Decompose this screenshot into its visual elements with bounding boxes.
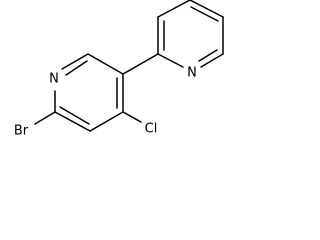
bond-n1-c-top: [61, 53, 89, 70]
atom-label-n-right: N: [187, 66, 197, 81]
atom-label-br: Br: [14, 124, 29, 139]
atom-label-cl: Cl: [145, 122, 158, 137]
bond-c-top-c3: [87, 53, 124, 75]
bond-r-c6-n2-double: [198, 49, 218, 62]
bond-c5-c6: [54, 111, 91, 132]
left-pyridine-ring: [54, 53, 124, 132]
bond-n1-c-top-double: [65, 60, 88, 76]
right-pyridine-ring: [157, 0, 224, 68]
bond-r-c4-c5-double: [190, 6, 219, 22]
atom-label-n-left: N: [49, 72, 59, 87]
chemical-structure-diagram: N N Cl Br: [14, 0, 224, 139]
bond-c5-c6-double: [59, 106, 90, 125]
bond-c6-br: [34, 111, 56, 125]
bond-c4-c5: [89, 111, 124, 132]
bond-c4-cl: [122, 111, 142, 123]
bond-ring-link: [122, 53, 159, 75]
bond-r-n2-c2: [157, 53, 184, 68]
bond-r-c6-n2: [200, 53, 224, 68]
bond-r-c3-c4: [157, 0, 191, 18]
bond-r-c4-c5: [189, 0, 224, 18]
